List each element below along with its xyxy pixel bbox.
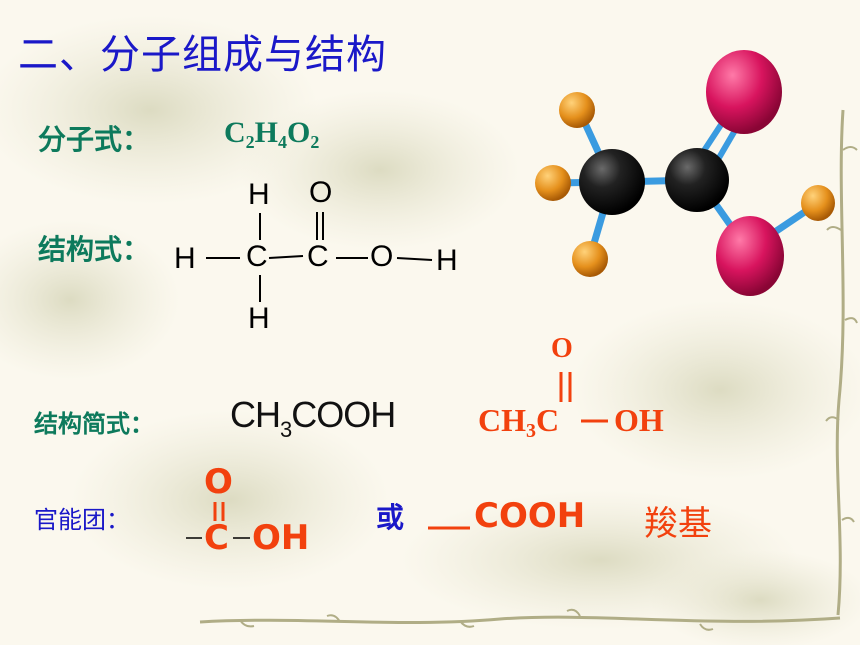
structural-formula-bonds — [206, 212, 433, 302]
carboxyl-name: 羧基 — [644, 504, 712, 544]
fg-atom-o: O — [204, 462, 233, 502]
atom-h-right: H — [436, 244, 458, 277]
atom-o-top: O — [309, 176, 333, 209]
fg-atom-c: C — [204, 518, 229, 558]
cooh-text: COOH — [474, 496, 586, 536]
red-condensed-formula: CH3C — [478, 402, 560, 442]
red-atom-o: O — [551, 333, 573, 364]
molecule-model-image — [535, 50, 835, 296]
or-text: 或 — [376, 501, 405, 534]
molecular-formula: C2H4O2 — [224, 116, 320, 152]
molecular-formula-label: 分子式： — [38, 123, 151, 156]
atom-h-top: H — [248, 178, 270, 211]
red-condensed-bonds — [559, 372, 608, 423]
condensed-formula: CH3COOH — [230, 394, 396, 442]
fg-oh: OH — [252, 518, 310, 558]
atom-c2: C — [307, 240, 329, 273]
structural-formula-label: 结构式： — [38, 233, 151, 266]
page-title: 二、分子组成与结构 — [18, 32, 387, 78]
red-oh: OH — [614, 402, 664, 438]
condensed-formula-label: 结构简式： — [34, 410, 154, 438]
atom-o-right: O — [370, 240, 394, 273]
functional-group-bonds — [186, 502, 470, 539]
atom-c1: C — [246, 240, 268, 273]
functional-group-label: 官能团： — [34, 506, 130, 534]
atom-h-left: H — [174, 242, 196, 275]
atom-h-bottom: H — [248, 302, 270, 335]
